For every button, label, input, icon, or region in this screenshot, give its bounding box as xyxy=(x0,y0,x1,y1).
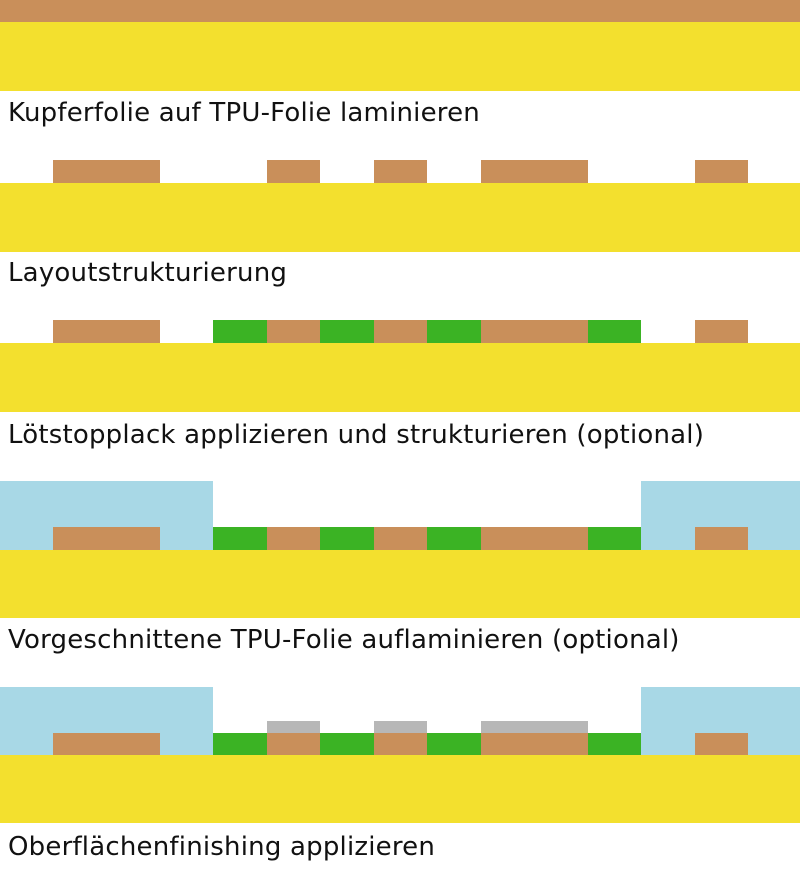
solder-mask xyxy=(588,527,641,550)
step-4-label: Vorgeschnittene TPU-Folie auflaminieren … xyxy=(8,625,680,655)
surface-finish xyxy=(267,721,320,733)
solder-mask xyxy=(427,733,481,755)
solder-mask xyxy=(213,320,267,343)
copper-pad xyxy=(267,527,320,550)
copper-pad xyxy=(695,527,748,550)
copper-pad xyxy=(481,527,588,550)
step-1-label: Kupferfolie auf TPU-Folie laminieren xyxy=(8,98,480,128)
solder-mask xyxy=(213,733,267,755)
solder-mask xyxy=(588,320,641,343)
tpu-substrate xyxy=(0,183,800,252)
solder-mask xyxy=(320,320,374,343)
copper-pad xyxy=(695,160,748,183)
copper-pad xyxy=(695,320,748,343)
copper-pad xyxy=(374,320,427,343)
surface-finish xyxy=(481,721,588,733)
step-3-label: Lötstopplack applizieren und strukturier… xyxy=(8,420,705,450)
copper-pad xyxy=(267,320,320,343)
copper-pad xyxy=(53,320,160,343)
copper-pad xyxy=(374,527,427,550)
solder-mask xyxy=(320,527,374,550)
copper-pad xyxy=(481,320,588,343)
copper-pad xyxy=(53,160,160,183)
copper-pad xyxy=(374,733,427,755)
copper-pad xyxy=(267,733,320,755)
copper-foil xyxy=(0,0,800,22)
tpu-substrate xyxy=(0,343,800,412)
tpu-substrate xyxy=(0,755,800,823)
tpu-substrate xyxy=(0,22,800,91)
solder-mask xyxy=(213,527,267,550)
step-2-label: Layoutstrukturierung xyxy=(8,258,288,288)
copper-pad xyxy=(481,733,588,755)
solder-mask xyxy=(320,733,374,755)
copper-pad xyxy=(374,160,427,183)
step-5-label: Oberflächenfinishing applizieren xyxy=(8,832,436,862)
solder-mask xyxy=(427,320,481,343)
solder-mask xyxy=(588,733,641,755)
copper-pad xyxy=(53,733,160,755)
tpu-substrate xyxy=(0,550,800,618)
copper-pad xyxy=(267,160,320,183)
surface-finish xyxy=(374,721,427,733)
copper-pad xyxy=(481,160,588,183)
copper-pad xyxy=(53,527,160,550)
solder-mask xyxy=(427,527,481,550)
copper-pad xyxy=(695,733,748,755)
